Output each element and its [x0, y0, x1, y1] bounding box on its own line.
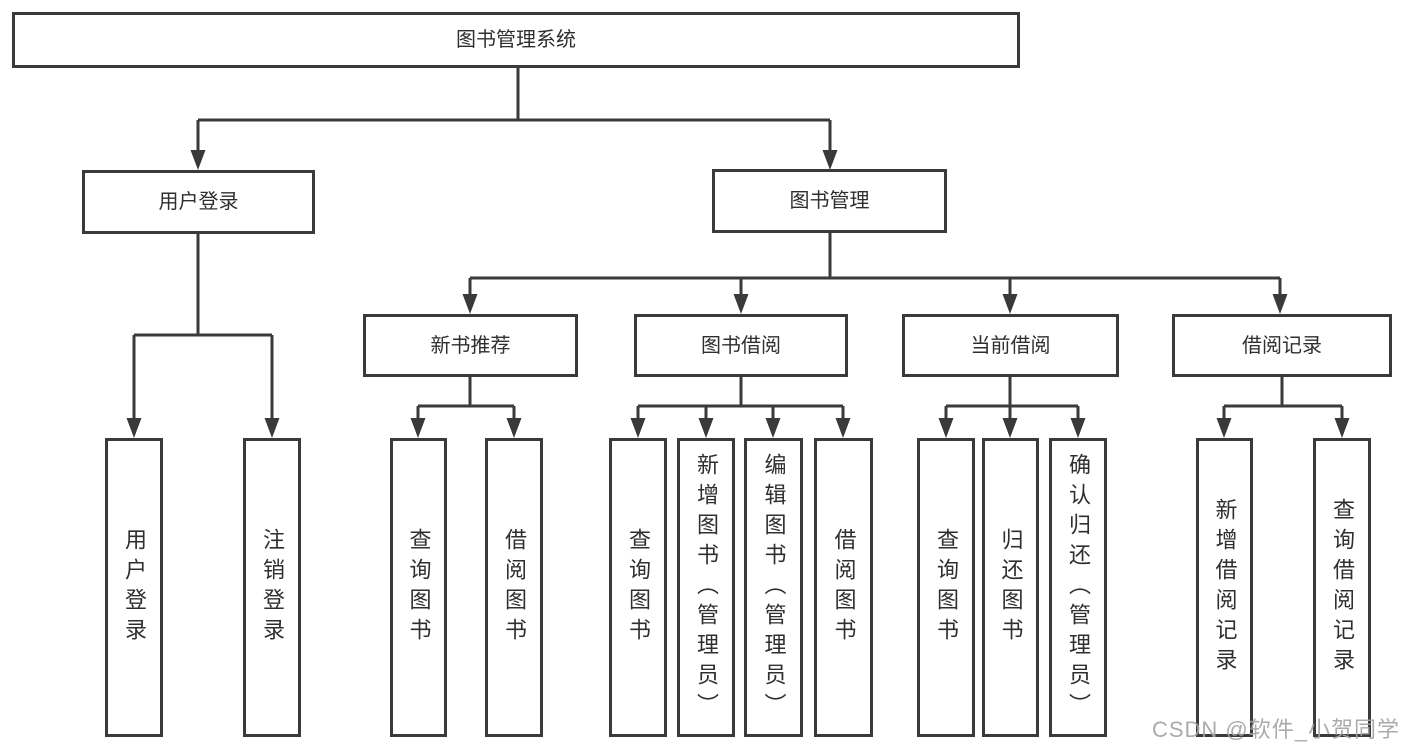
leaf-query-books-recommend: 查询图书 [390, 438, 447, 737]
node-borrowing-records-label: 借阅记录 [1242, 334, 1322, 357]
watermark-text: CSDN @软件_小贺同学 [1151, 717, 1400, 742]
leaf-borrow-books-borrowing-label: 借阅图书 [831, 527, 857, 648]
leaf-return-book: 归还图书 [982, 438, 1039, 737]
leaf-borrow-books-borrowing: 借阅图书 [814, 438, 873, 737]
node-user-login: 用户登录 [82, 170, 315, 234]
node-borrowing-records: 借阅记录 [1172, 314, 1392, 377]
leaf-query-books-current-label: 查询图书 [934, 527, 959, 648]
leaf-confirm-return-admin: 确认归还（管理员） [1049, 438, 1107, 737]
node-book-management-label: 图书管理 [789, 190, 870, 212]
leaf-add-book-admin: 新增图书（管理员） [677, 438, 735, 737]
leaf-user-login-label: 用户登录 [122, 527, 147, 648]
leaf-logout: 注销登录 [243, 438, 301, 737]
node-library-system: 图书管理系统 [12, 12, 1020, 68]
node-current-borrowing-label: 当前借阅 [970, 334, 1051, 357]
leaf-logout-label: 注销登录 [260, 527, 285, 648]
node-new-book-recommend: 新书推荐 [363, 314, 578, 377]
leaf-query-borrow-record: 查询借阅记录 [1313, 438, 1371, 737]
arrowheads [126, 150, 1350, 438]
leaf-query-borrow-record-label: 查询借阅记录 [1330, 497, 1355, 678]
leaf-add-book-admin-label: 新增图书（管理员） [694, 452, 719, 723]
node-library-system-label: 图书管理系统 [456, 29, 576, 51]
node-book-borrowing: 图书借阅 [634, 314, 848, 377]
leaf-query-books-borrowing: 查询图书 [609, 438, 667, 737]
node-current-borrowing: 当前借阅 [902, 314, 1119, 377]
leaf-borrow-books-recommend-label: 借阅图书 [502, 527, 527, 648]
leaf-query-books-current: 查询图书 [917, 438, 975, 737]
leaf-add-borrow-record: 新增借阅记录 [1196, 438, 1253, 737]
leaf-user-login: 用户登录 [105, 438, 163, 737]
leaf-edit-book-admin: 编辑图书（管理员） [744, 438, 803, 737]
node-new-book-recommend-label: 新书推荐 [430, 334, 511, 357]
leaf-return-book-label: 归还图书 [998, 527, 1024, 648]
leaf-add-borrow-record-label: 新增借阅记录 [1212, 497, 1238, 678]
leaf-edit-book-admin-label: 编辑图书（管理员） [761, 452, 787, 723]
node-book-borrowing-label: 图书借阅 [701, 334, 781, 357]
node-user-login-label: 用户登录 [158, 191, 239, 213]
leaf-borrow-books-recommend: 借阅图书 [485, 438, 543, 737]
leaf-query-books-recommend-label: 查询图书 [406, 527, 432, 648]
leaf-query-books-borrowing-label: 查询图书 [626, 527, 651, 648]
node-book-management: 图书管理 [712, 169, 947, 233]
leaf-confirm-return-admin-label: 确认归还（管理员） [1066, 452, 1091, 723]
